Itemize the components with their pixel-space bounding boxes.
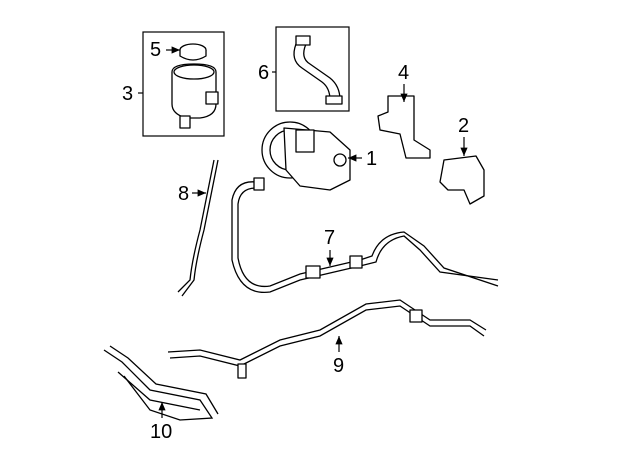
callout-2: 2 xyxy=(458,115,469,137)
callout-9: 9 xyxy=(333,355,344,377)
reservoir-group-box xyxy=(142,31,225,137)
callout-1: 1 xyxy=(366,148,377,170)
reservoir-hose xyxy=(293,35,343,105)
mounting-bracket xyxy=(439,155,485,205)
pressure-hose-7 xyxy=(231,177,499,294)
hose-group-box xyxy=(275,26,350,112)
callout-7: 7 xyxy=(324,227,335,249)
callout-5: 5 xyxy=(150,39,161,61)
callout-3: 3 xyxy=(122,83,133,105)
reservoir xyxy=(171,63,219,129)
callout-6: 6 xyxy=(258,62,269,84)
return-line-9 xyxy=(167,299,487,379)
pump-bracket xyxy=(377,95,431,159)
callout-8: 8 xyxy=(178,183,189,205)
power-steering-pump xyxy=(261,121,351,191)
return-hose-8 xyxy=(177,159,219,297)
oil-cooler-10 xyxy=(103,345,219,421)
callout-10: 10 xyxy=(150,421,172,443)
callout-4: 4 xyxy=(398,62,409,84)
reservoir-cap xyxy=(179,43,207,61)
